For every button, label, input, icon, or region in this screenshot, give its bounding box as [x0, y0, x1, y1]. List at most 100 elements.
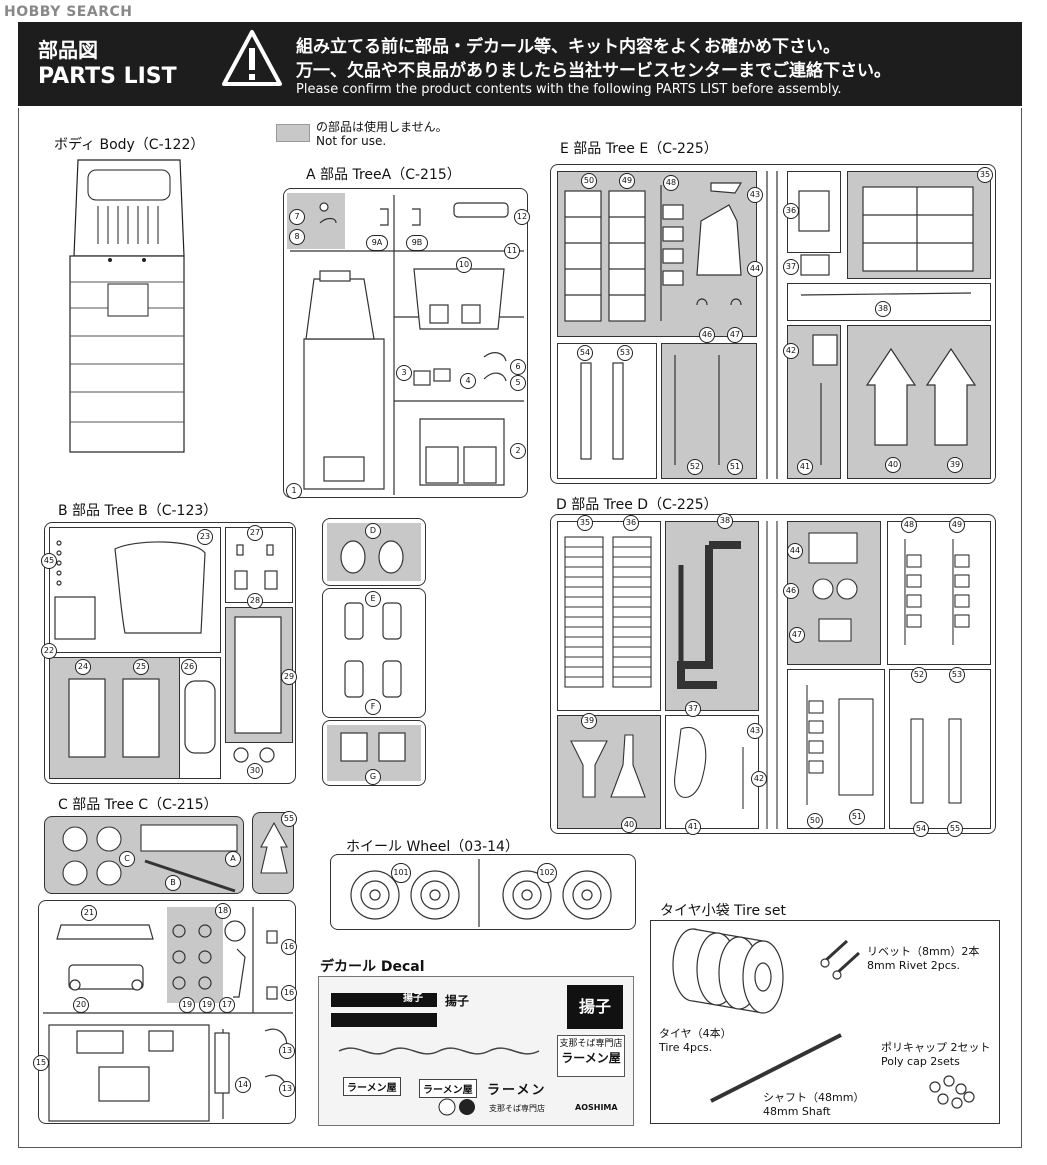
tree-d-cell-52-55: [889, 669, 991, 829]
part-e44: 44: [747, 261, 763, 277]
part-d40: 40: [621, 817, 637, 833]
part-e43: 43: [747, 187, 763, 203]
tree-e-cell-38: [787, 283, 991, 321]
part-d39: 39: [581, 713, 597, 729]
watermark-logo: HOBBY SEARCH: [4, 4, 133, 20]
part-a6: 6: [510, 359, 526, 375]
part-d48: 48: [901, 517, 917, 533]
part-a4: 4: [460, 373, 476, 389]
part-a7: 7: [289, 209, 305, 225]
part-e40: 40: [885, 457, 901, 473]
section-title-tree-c: C 部品 Tree C（C-215）: [58, 797, 218, 813]
part-a9a: 9A: [366, 235, 388, 251]
tree-c-top-unused: C A B: [44, 816, 244, 894]
decal-band-2: [331, 1013, 437, 1027]
part-c21: 21: [81, 905, 97, 921]
part-d46: 46: [783, 583, 799, 599]
part-c16a: 16: [281, 939, 297, 955]
part-d50: 50: [807, 813, 823, 829]
part-sub-d: D: [365, 523, 381, 539]
decal-shop-sign-main: ラーメン屋: [561, 1051, 621, 1065]
part-sub-g: G: [365, 769, 381, 785]
part-e46: 46: [699, 327, 715, 343]
decal-logo-large: 揚子: [567, 985, 623, 1029]
part-e36: 36: [783, 203, 799, 219]
part-d42: 42: [751, 771, 767, 787]
part-b28: 28: [247, 593, 263, 609]
legend-swatch: [276, 124, 310, 142]
part-cC: C: [119, 851, 135, 867]
part-d53: 53: [949, 667, 965, 683]
tree-c-unused-19: [167, 907, 223, 1003]
part-e54: 54: [577, 345, 593, 361]
part-d37: 37: [685, 701, 701, 717]
part-d43: 43: [747, 723, 763, 739]
tree-d-cell-48-49: [887, 521, 991, 665]
part-d38: 38: [717, 513, 733, 529]
part-d41: 41: [685, 819, 701, 835]
decal-ramen-large: ラーメン: [487, 1083, 547, 1098]
decal-ramen-2: ラーメン屋: [419, 1079, 477, 1098]
rivet-label-jp: リベット（8mm）2本: [867, 945, 980, 958]
decal-pattern-row: [338, 1041, 540, 1061]
part-a3: 3: [396, 365, 412, 381]
tree-e-cell-54-53: [557, 343, 657, 479]
decal-band-1: [331, 993, 437, 1007]
section-title-decal: デカール Decal: [320, 959, 425, 975]
notice-line-2: 万一、欠品や不良品がありましたら当社サービスセンターまでご連絡下さい。: [296, 61, 891, 81]
header-banner: 部品図 PARTS LIST 組み立てる前に部品・デカール等、キット内容をよくお…: [18, 22, 1022, 106]
part-e49: 49: [619, 173, 635, 189]
tire-label-en: Tire 4pcs.: [659, 1041, 713, 1054]
part-c20: 20: [73, 997, 89, 1013]
part-e51: 51: [727, 459, 743, 475]
part-b24: 24: [75, 659, 91, 675]
part-wheel-101: 101: [391, 863, 411, 883]
tree-b-sub-ef: E F: [322, 588, 426, 718]
section-title-tree-e: E 部品 Tree E（C-225）: [560, 141, 718, 157]
tree-b-sub-g: G: [322, 720, 426, 786]
part-b30: 30: [247, 763, 263, 779]
tree-c-frame: 21 18 16 20 19 19 17 16 15 14 13 13: [33, 900, 297, 1124]
part-e38: 38: [875, 301, 891, 317]
polycap-label-en: Poly cap 2sets: [881, 1055, 960, 1068]
part-d47: 47: [789, 627, 805, 643]
rivet-label-en: 8mm Rivet 2pcs.: [867, 959, 960, 972]
polycap-label-jp: ポリキャップ 2セット: [881, 1041, 991, 1054]
part-e48: 48: [663, 175, 679, 191]
part-e35: 35: [977, 167, 993, 183]
section-title-tree-a: A 部品 TreeA（C-215）: [306, 167, 461, 183]
tree-d-parts: [564, 521, 970, 829]
legend-en: Not for use.: [316, 134, 387, 148]
part-cA: A: [225, 851, 241, 867]
part-c19a: 19: [179, 997, 195, 1013]
part-d44: 44: [787, 543, 803, 559]
part-c13b: 13: [279, 1081, 295, 1097]
wheel-frame: 101 102: [330, 854, 636, 930]
section-title-body: ボディ Body（C-122）: [54, 137, 205, 153]
part-a12: 12: [514, 209, 530, 225]
part-b29: 29: [281, 669, 297, 685]
part-c19b: 19: [199, 997, 215, 1013]
part-b25: 25: [133, 659, 149, 675]
section-title-tree-d: D 部品 Tree D（C-225）: [556, 497, 718, 513]
tree-b-sub-d: D: [322, 518, 426, 586]
part-a10: 10: [456, 257, 472, 273]
shaft-label-jp: シャフト（48mm）: [763, 1091, 865, 1104]
decal-sheet: 揚子 揚子 揚子 支那そば専門店 ラーメン屋 ラーメン屋 ラーメン屋 ラーメン …: [318, 976, 634, 1126]
part-e37: 37: [783, 259, 799, 275]
section-title-tireset: タイヤ小袋 Tire set: [660, 903, 786, 919]
part-e53: 53: [617, 345, 633, 361]
part-a1: 1: [286, 483, 302, 499]
part-a5: 5: [510, 375, 526, 391]
part-b22: 22: [41, 643, 57, 659]
part-a11: 11: [504, 243, 520, 259]
part-b26: 26: [181, 659, 197, 675]
part-d51: 51: [849, 809, 865, 825]
legend-jp: の部品は使用しません。: [316, 120, 448, 134]
decal-ramen-1: ラーメン屋: [343, 1077, 401, 1096]
tree-b-frame: 23 27 45 28 22 24 25 26 29 30: [41, 522, 297, 784]
decal-logo-row: 揚子: [445, 994, 470, 1008]
part-e52: 52: [687, 459, 703, 475]
part-cB: B: [165, 875, 181, 891]
part-b45: 45: [41, 553, 57, 569]
